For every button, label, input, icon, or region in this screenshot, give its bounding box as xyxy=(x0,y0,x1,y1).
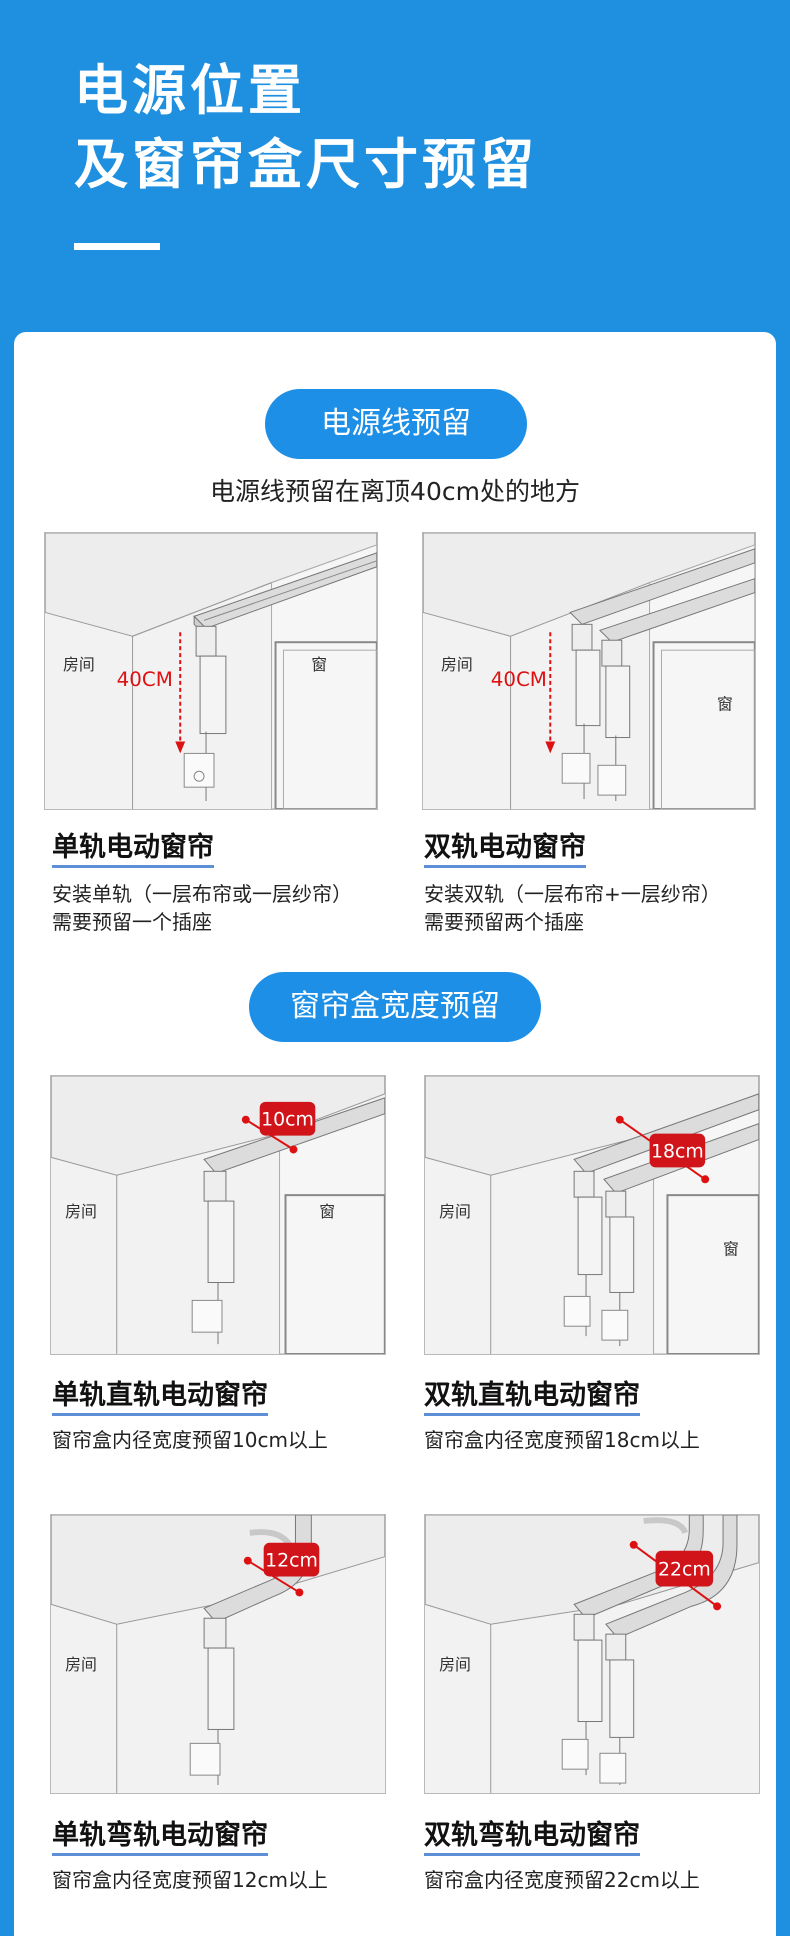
label-window: 窗 xyxy=(717,695,733,714)
label-measure: 40CM xyxy=(491,668,547,691)
illustration-double-rail-power: 房间 窗 40CM xyxy=(422,532,756,810)
section-pill-power: 电源线预留 xyxy=(265,389,527,459)
diagram-double-straight-rail: 18cm 房间 窗 xyxy=(425,1076,759,1354)
item-title-single-rail: 单轨电动窗帘 xyxy=(52,832,214,869)
item-desc-single-straight: 窗帘盒内径宽度预留10cm以上 xyxy=(52,1428,328,1452)
width-badge: 22cm xyxy=(658,1559,711,1581)
item-desc-single-rail: 安装单轨（一层布帘或一层纱帘） 需要预留一个插座 xyxy=(52,880,352,936)
item-desc-single-curved: 窗帘盒内径宽度预留12cm以上 xyxy=(52,1868,328,1892)
desc-line: 安装双轨（一层布帘+一层纱帘） xyxy=(424,882,721,906)
page-title-line1: 电源位置 xyxy=(74,59,306,122)
illustration-single-straight-rail: 10cm 房间 窗 xyxy=(50,1075,386,1355)
page-title-line2: 及窗帘盒尺寸预留 xyxy=(74,133,538,196)
desc-line: 安装单轨（一层布帘或一层纱帘） xyxy=(52,882,352,906)
item-title-double-curved: 双轨弯轨电动窗帘 xyxy=(424,1820,640,1857)
width-badge: 10cm xyxy=(261,1109,314,1131)
label-window: 窗 xyxy=(319,1202,335,1221)
section-subtitle-power: 电源线预留在离顶40cm处的地方 xyxy=(210,477,580,506)
item-desc-double-curved: 窗帘盒内径宽度预留22cm以上 xyxy=(424,1868,700,1892)
label-room: 房间 xyxy=(439,1202,471,1221)
diagram-double-rail-power: 房间 窗 40CM xyxy=(423,533,755,809)
illustration-double-straight-rail: 18cm 房间 窗 xyxy=(424,1075,760,1355)
label-window: 窗 xyxy=(723,1240,739,1259)
item-desc-double-straight: 窗帘盒内径宽度预留18cm以上 xyxy=(424,1428,700,1452)
label-window: 窗 xyxy=(311,655,327,674)
section-pill-box-width: 窗帘盒宽度预留 xyxy=(249,972,541,1042)
label-room: 房间 xyxy=(65,1202,97,1221)
width-badge: 12cm xyxy=(265,1550,318,1572)
hero-header: 电源位置 及窗帘盒尺寸预留 xyxy=(0,0,790,330)
diagram-double-curved-rail: 22cm 房间 xyxy=(425,1515,759,1793)
label-measure: 40CM xyxy=(117,668,173,691)
label-room: 房间 xyxy=(63,655,95,674)
desc-line: 需要预留一个插座 xyxy=(52,910,212,934)
item-title-single-curved: 单轨弯轨电动窗帘 xyxy=(52,1820,268,1857)
title-underline-bar xyxy=(74,243,160,250)
diagram-single-straight-rail: 10cm 房间 窗 xyxy=(51,1076,385,1354)
item-title-double-rail: 双轨电动窗帘 xyxy=(424,832,586,869)
illustration-double-curved-rail: 22cm 房间 xyxy=(424,1514,760,1794)
content-card: 电源线预留 电源线预留在离顶40cm处的地方 房间 窗 40CM xyxy=(14,332,776,1936)
label-room: 房间 xyxy=(441,655,473,674)
item-title-double-straight: 双轨直轨电动窗帘 xyxy=(424,1380,640,1417)
desc-line: 需要预留两个插座 xyxy=(424,910,584,934)
illustration-single-curved-rail: 12cm 房间 xyxy=(50,1514,386,1794)
label-room: 房间 xyxy=(65,1655,97,1674)
item-title-single-straight: 单轨直轨电动窗帘 xyxy=(52,1380,268,1417)
item-desc-double-rail: 安装双轨（一层布帘+一层纱帘） 需要预留两个插座 xyxy=(424,880,721,936)
diagram-single-rail-power: 房间 窗 40CM xyxy=(45,533,377,809)
illustration-single-rail-power: 房间 窗 40CM xyxy=(44,532,378,810)
diagram-single-curved-rail: 12cm 房间 xyxy=(51,1515,385,1793)
width-badge: 18cm xyxy=(651,1140,704,1162)
label-room: 房间 xyxy=(439,1655,471,1674)
